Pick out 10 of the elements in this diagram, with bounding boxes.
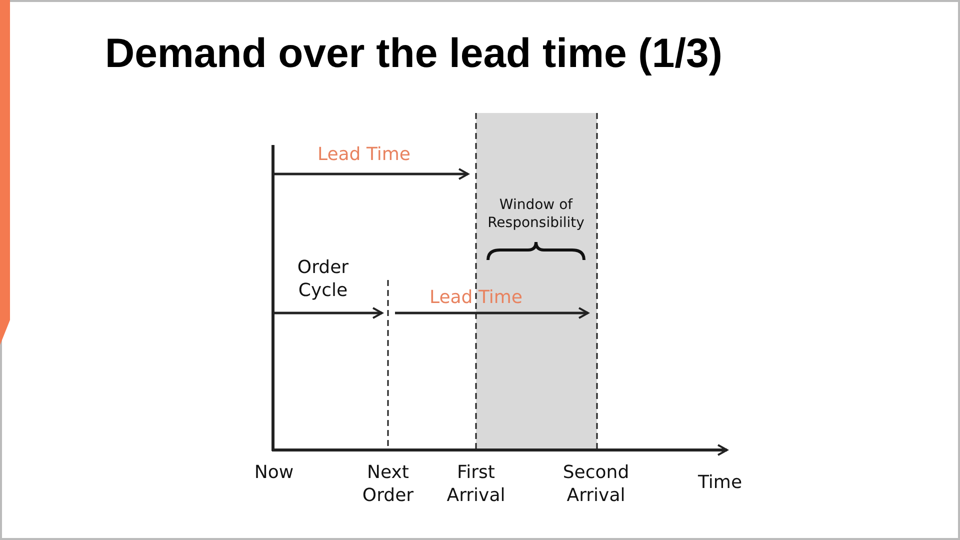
band-label: Window of Responsibility — [486, 196, 586, 232]
slide-title: Demand over the lead time (1/3) — [105, 30, 722, 77]
axis-label: Now — [253, 461, 295, 484]
duration-label: Lead Time — [428, 286, 524, 310]
duration-label: Lead Time — [316, 143, 412, 166]
axis-label: Second Arrival — [562, 461, 630, 508]
axis-label: Next Order — [361, 461, 415, 508]
duration-label: Order Cycle — [296, 256, 350, 303]
axis-title: Time — [696, 471, 744, 494]
axis-label: First Arrival — [446, 461, 506, 508]
